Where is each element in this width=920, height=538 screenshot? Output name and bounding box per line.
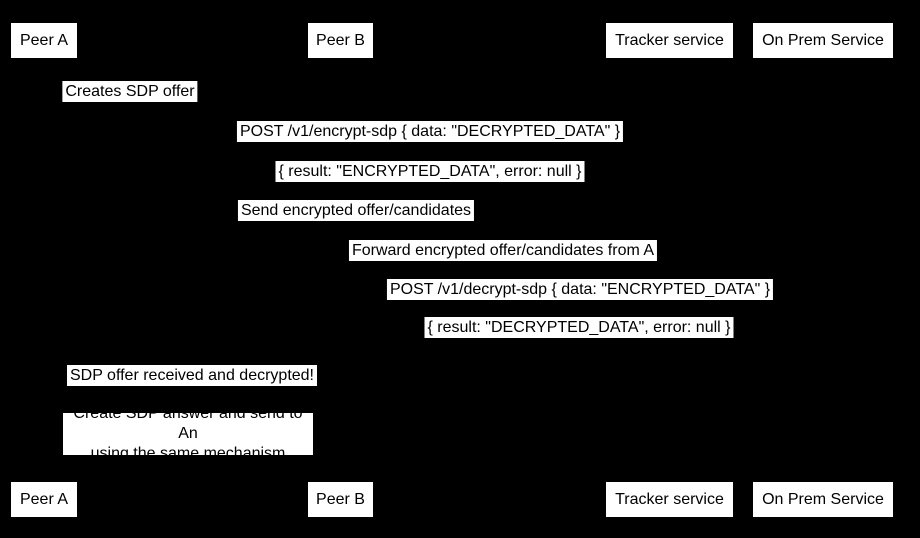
message-sdp-offer-received: SDP offer received and decrypted! (67, 365, 317, 386)
participant-on-prem-service-bottom: On Prem Service (753, 482, 893, 517)
message-post-encrypt-sdp: POST /v1/encrypt-sdp { data: "DECRYPTED_… (236, 121, 624, 142)
participant-tracker-service-top: Tracker service (606, 23, 733, 58)
message-result-decrypted-data: { result: "DECRYPTED_DATA", error: null … (424, 317, 734, 338)
note-create-sdp-answer: Create SDP answer and send to An using t… (63, 405, 313, 462)
message-send-encrypted-offer: Send encrypted offer/candidates (237, 200, 475, 221)
message-creates-sdp-offer: Creates SDP offer (62, 81, 198, 102)
participant-on-prem-service-top: On Prem Service (753, 23, 893, 58)
participant-peer-b-top: Peer B (308, 23, 373, 58)
message-result-encrypted-data: { result: "ENCRYPTED_DATA", error: null … (275, 161, 585, 182)
participant-tracker-service-bottom: Tracker service (606, 482, 733, 517)
participant-peer-a-top: Peer A (11, 23, 77, 58)
participant-peer-a-bottom: Peer A (11, 482, 77, 517)
note-line-2: using the same mechanism (90, 445, 286, 462)
message-post-decrypt-sdp: POST /v1/decrypt-sdp { data: "ENCRYPTED_… (386, 279, 774, 300)
message-forward-encrypted-offer: Forward encrypted offer/candidates from … (348, 240, 658, 261)
participant-peer-b-bottom: Peer B (308, 482, 373, 517)
note-line-1: Create SDP answer and send to An (73, 405, 303, 442)
